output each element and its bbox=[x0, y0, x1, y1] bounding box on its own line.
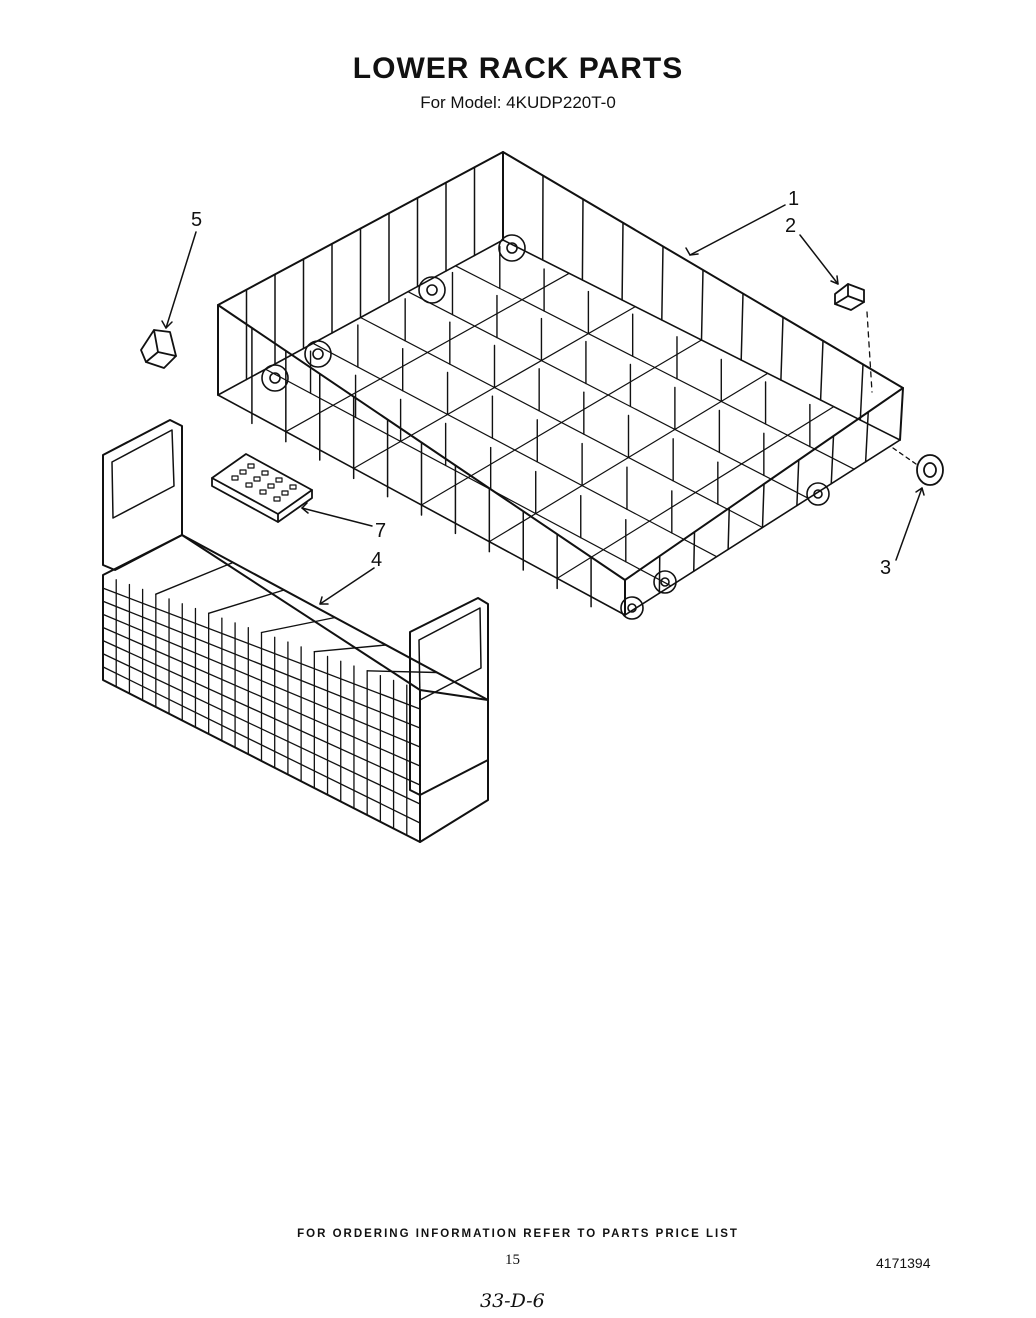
handwritten-code: 33-D-6 bbox=[480, 1290, 545, 1312]
document-number: 4171394 bbox=[876, 1255, 931, 1271]
rack-bumper-clip-drawing bbox=[834, 283, 865, 311]
lower-rack-drawing bbox=[217, 151, 904, 620]
callout-7: 7 bbox=[375, 520, 386, 542]
callout-4: 4 bbox=[371, 549, 382, 571]
callout-5: 5 bbox=[191, 209, 202, 231]
ordering-note: FOR ORDERING INFORMATION REFER TO PARTS … bbox=[297, 1228, 739, 1240]
basket-lid-insert-drawing bbox=[211, 453, 313, 523]
page-number: 15 bbox=[505, 1252, 520, 1268]
callout-1: 1 bbox=[788, 188, 799, 210]
model-subtitle: For Model: 4KUDP220T-0 bbox=[420, 93, 616, 112]
callout-2: 2 bbox=[785, 215, 796, 237]
rack-end-cap-drawing bbox=[140, 329, 177, 369]
callout-3: 3 bbox=[880, 557, 891, 579]
rack-wheel-drawing bbox=[916, 454, 944, 486]
page-title: LOWER RACK PARTS bbox=[352, 52, 684, 85]
silverware-basket-drawing bbox=[102, 419, 489, 843]
